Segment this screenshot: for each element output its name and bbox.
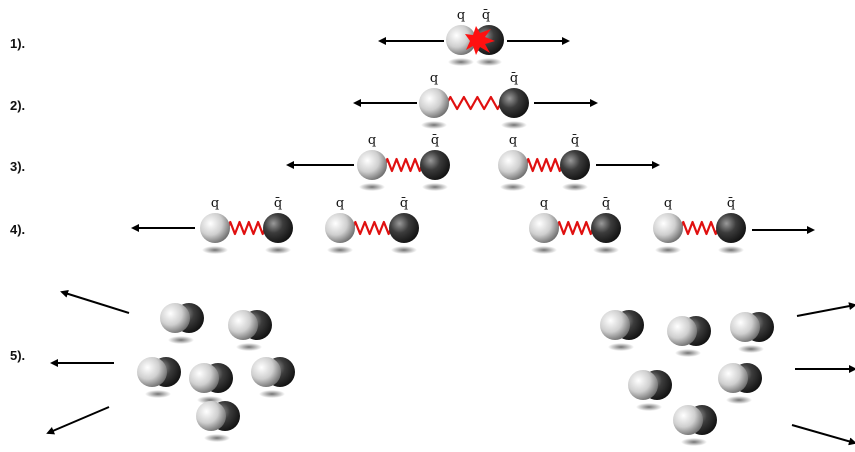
shadow (718, 246, 744, 254)
quark-label: q (457, 8, 465, 23)
quark-ball (251, 357, 281, 387)
quark-ball (498, 150, 528, 180)
momentum-arrow (46, 406, 110, 435)
quark-ball (653, 213, 683, 243)
shadow (448, 58, 474, 66)
antiquark-ball (420, 150, 450, 180)
antiquark-label: q̄ (602, 196, 610, 211)
step-label-3: 3). (10, 159, 26, 174)
quark-ball (667, 316, 697, 346)
shadow (501, 121, 527, 129)
antiquark-ball (499, 88, 529, 118)
step-label-1: 1). (10, 36, 26, 51)
quark-ball (200, 213, 230, 243)
antiquark-label: q̄ (431, 133, 439, 148)
antiquark-label: q̄ (510, 71, 518, 86)
shadow (265, 246, 291, 254)
shadow (593, 246, 619, 254)
shadow (636, 403, 662, 411)
shadow (738, 345, 764, 353)
shadow (259, 390, 285, 398)
shadow (726, 396, 752, 404)
step-label-5: 5). (10, 348, 26, 363)
antiquark-label: q̄ (400, 196, 408, 211)
antiquark-ball (263, 213, 293, 243)
quark-label: q (509, 133, 517, 148)
shadow (236, 343, 262, 351)
shadow (476, 58, 502, 66)
color-string (383, 157, 424, 173)
quark-label: q (664, 196, 672, 211)
step-label-4: 4). (10, 222, 26, 237)
quark-label: q (336, 196, 344, 211)
antiquark-ball (591, 213, 621, 243)
shadow (562, 183, 588, 191)
shadow (500, 183, 526, 191)
momentum-arrow (796, 302, 855, 317)
step-label-2: 2). (10, 98, 26, 113)
quark-ball (357, 150, 387, 180)
quark-label: q (430, 71, 438, 86)
color-string (226, 220, 267, 236)
color-string (446, 95, 502, 111)
shadow (202, 246, 228, 254)
shadow (359, 183, 385, 191)
shadow (422, 183, 448, 191)
quark-ball (529, 213, 559, 243)
shadow (681, 438, 707, 446)
color-string (555, 220, 595, 236)
quark-label: q (211, 196, 219, 211)
quark-ball (628, 370, 658, 400)
antiquark-label: q̄ (571, 133, 579, 148)
quark-ball (137, 357, 167, 387)
color-string (679, 220, 720, 236)
quark-ball (673, 405, 703, 435)
antiquark-label: q̄ (482, 8, 490, 23)
shadow (391, 246, 417, 254)
shadow (655, 246, 681, 254)
quark-ball (228, 310, 258, 340)
antiquark-ball (716, 213, 746, 243)
quark-ball (730, 312, 760, 342)
quark-ball (160, 303, 190, 333)
shadow (675, 349, 701, 357)
quark-ball (196, 401, 226, 431)
shadow (608, 343, 634, 351)
quark-label: q (540, 196, 548, 211)
quark-ball (419, 88, 449, 118)
quark-ball (718, 363, 748, 393)
antiquark-ball (389, 213, 419, 243)
quark-label: q (368, 133, 376, 148)
collision-spark (465, 26, 495, 55)
shadow (145, 390, 171, 398)
momentum-arrow (60, 289, 130, 314)
shadow (531, 246, 557, 254)
color-string (351, 220, 393, 236)
shadow (421, 121, 447, 129)
color-string (524, 157, 564, 173)
shadow (204, 434, 230, 442)
antiquark-label: q̄ (727, 196, 735, 211)
shadow (327, 246, 353, 254)
antiquark-ball (560, 150, 590, 180)
shadow (197, 396, 223, 404)
shadow (168, 336, 194, 344)
quark-ball (189, 363, 219, 393)
momentum-arrow (791, 424, 855, 446)
antiquark-label: q̄ (274, 196, 282, 211)
quark-ball (325, 213, 355, 243)
quark-ball (600, 310, 630, 340)
